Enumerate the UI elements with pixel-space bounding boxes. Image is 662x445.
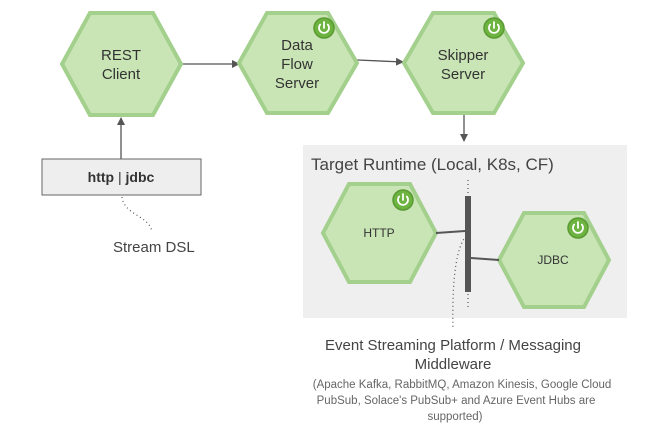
data-flow-server-label-line3: Server (275, 75, 319, 92)
messaging-pointer (452, 235, 467, 329)
skipper-server-node: Skipper Server (401, 11, 526, 115)
data-flow-server-node: Data Flow Server (236, 11, 360, 115)
http-app-label: HTTP (363, 226, 394, 240)
spring-boot-power-icon (567, 217, 589, 239)
stream-dsl-box: http | jdbc (41, 158, 202, 196)
messaging-title-line1: Event Streaming Platform / Messaging (325, 337, 581, 354)
stream-dsl-label: Stream DSL (113, 239, 195, 256)
stream-dsl-pointer (121, 196, 153, 233)
rest-client-label-line1: REST (101, 47, 141, 64)
data-flow-server-label-line2: Flow (281, 56, 313, 73)
messaging-note-line2: PubSub, Solace's PubSub+ and Azure Event… (317, 395, 596, 407)
connector-http-to-bus (435, 230, 466, 234)
dsl-http: http (88, 169, 114, 185)
rest-client-hexagon (59, 11, 184, 117)
jdbc-app-label: JDBC (537, 253, 569, 267)
rest-client-label-line2: Client (102, 66, 141, 83)
skipper-server-label-line1: Skipper (438, 47, 489, 64)
dsl-separator: | (114, 169, 125, 185)
arrow-dataflow-to-skipper (356, 57, 404, 66)
data-flow-server-label-line1: Data (281, 37, 313, 54)
http-app-node: HTTP (320, 182, 439, 284)
dsl-jdbc: jdbc (125, 169, 155, 185)
messaging-bus-bar (465, 196, 471, 292)
rest-client-node: REST Client (59, 11, 184, 117)
spring-boot-power-icon (313, 17, 335, 39)
stream-dsl-expression: http | jdbc (88, 169, 155, 185)
spring-boot-power-icon (483, 17, 505, 39)
spring-boot-power-icon (392, 189, 414, 211)
target-runtime-title: Target Runtime (Local, K8s, CF) (311, 155, 554, 174)
messaging-note-line1: (Apache Kafka, RabbitMQ, Amazon Kinesis,… (313, 379, 612, 391)
connector-bus-to-jdbc (470, 257, 500, 261)
skipper-server-label-line2: Server (441, 66, 485, 83)
jdbc-app-node: JDBC (496, 211, 612, 309)
messaging-note-line3: supported) (428, 411, 483, 423)
messaging-title-line2: Middleware (415, 356, 492, 373)
